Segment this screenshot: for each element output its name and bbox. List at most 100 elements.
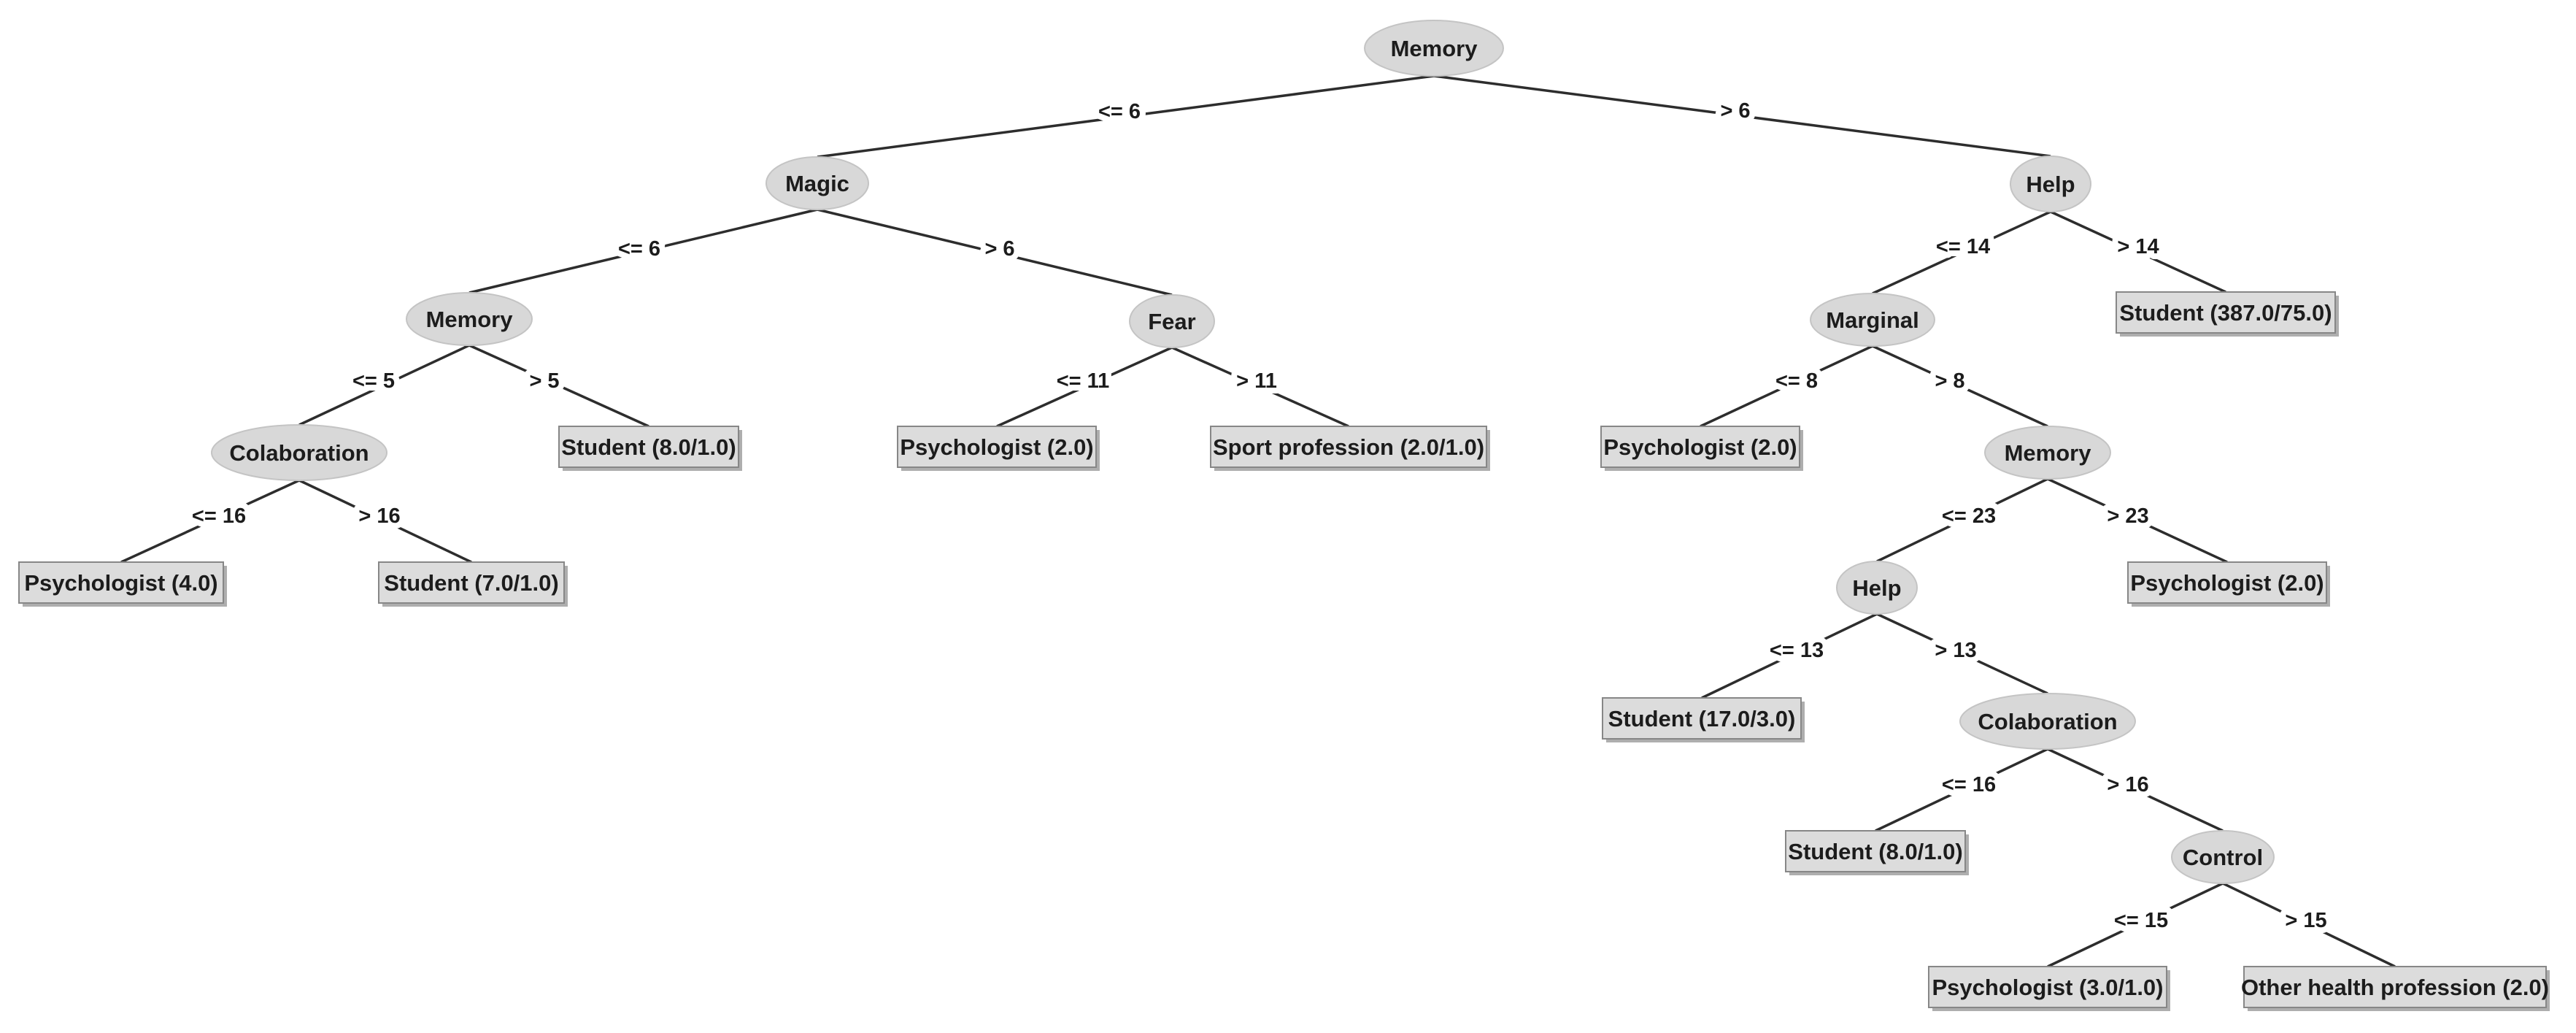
tree-edge-line: [1872, 210, 2051, 295]
leaf-class-label: Psychologist (4.0): [24, 570, 217, 596]
leaf-box: [897, 426, 1097, 468]
decision-node-marginal[interactable]: Marginal: [1810, 293, 1935, 347]
tree-edge-line: [120, 479, 300, 564]
leaf-box: [1928, 966, 2167, 1008]
edge-split-label: <= 6: [1098, 100, 1141, 123]
leaf-box: [2243, 966, 2547, 1008]
edge-split-label: <= 8: [1775, 369, 1818, 393]
tree-edge-line: [2047, 477, 2228, 564]
tree-edge-line: [1700, 345, 1873, 428]
decision-node-memory[interactable]: Memory: [1984, 426, 2111, 480]
edge-split-label: <= 6: [618, 237, 660, 261]
decision-node-memory[interactable]: Memory: [1364, 20, 1504, 77]
leaf-node-psychologist-2-0[interactable]: Psychologist (2.0): [897, 426, 1100, 471]
tree-edge-line: [996, 346, 1173, 428]
tree-edge-line: [468, 208, 818, 294]
node-ellipse: [1810, 293, 1935, 347]
node-attribute-label: Help: [1852, 575, 1901, 601]
node-ellipse: [1959, 693, 2136, 750]
tree-edge-line: [298, 479, 472, 564]
nodes-layer: MemoryMagicMemoryColaborationPsychologis…: [18, 20, 2550, 1011]
leaf-node-student-17-0-3-0[interactable]: Student (17.0/3.0): [1602, 697, 1805, 742]
node-attribute-label: Magic: [785, 171, 849, 196]
edge-split-label: > 6: [984, 237, 1014, 261]
decision-node-magic[interactable]: Magic: [766, 156, 869, 210]
node-ellipse: [2010, 155, 2091, 212]
decision-node-help[interactable]: Help: [2010, 155, 2091, 212]
leaf-node-student-8-0-1-0[interactable]: Student (8.0/1.0): [558, 426, 742, 471]
edge-split-label: > 16: [358, 504, 400, 528]
leaf-box: [1785, 830, 1966, 872]
tree-edge-line: [1876, 612, 2048, 695]
edge-split-label: > 6: [1720, 99, 1750, 123]
edge-split-label: > 13: [1935, 639, 1976, 662]
tree-edge-line: [2047, 882, 2224, 968]
tree-edge-line: [298, 344, 470, 426]
tree-edge-line: [1701, 612, 1878, 699]
leaf-class-label: Student (387.0/75.0): [2119, 300, 2332, 326]
edge-split-label: <= 14: [1936, 235, 1990, 258]
leaf-node-student-7-0-1-0[interactable]: Student (7.0/1.0): [378, 561, 568, 607]
leaf-node-psychologist-4-0[interactable]: Psychologist (4.0): [18, 561, 227, 607]
leaf-node-psychologist-2-0[interactable]: Psychologist (2.0): [1600, 426, 1803, 471]
leaf-class-label: Student (8.0/1.0): [561, 434, 736, 460]
tree-edge-line: [2222, 882, 2396, 968]
tree-edge-line: [468, 344, 649, 428]
leaf-class-label: Student (8.0/1.0): [1788, 839, 1962, 864]
tree-edge-line: [817, 208, 1173, 296]
tree-edge-line: [2047, 748, 2224, 832]
edge-split-label: <= 15: [2114, 909, 2168, 932]
leaf-class-label: Psychologist (3.0/1.0): [1932, 975, 2164, 1000]
node-attribute-label: Help: [2026, 172, 2075, 197]
leaf-class-label: Psychologist (2.0): [900, 434, 1093, 460]
decision-node-help[interactable]: Help: [1836, 561, 1918, 615]
leaf-box: [1210, 426, 1487, 468]
decision-node-memory[interactable]: Memory: [406, 292, 533, 346]
tree-edge-line: [1872, 345, 2048, 428]
node-attribute-label: Colaboration: [1978, 709, 2117, 734]
leaf-box: [1602, 697, 1802, 740]
edge-split-label: <= 16: [1942, 773, 1996, 796]
node-ellipse: [766, 156, 869, 210]
leaf-class-label: Psychologist (2.0): [1603, 434, 1797, 460]
node-attribute-label: Colaboration: [229, 440, 369, 466]
decision-node-control[interactable]: Control: [2171, 830, 2275, 884]
edges-layer: [120, 74, 2396, 968]
edge-split-label: <= 23: [1942, 504, 1996, 528]
leaf-class-label: Student (7.0/1.0): [384, 570, 558, 596]
tree-edge-line: [2050, 210, 2226, 293]
leaf-box: [1600, 426, 1800, 468]
edge-split-label: <= 5: [352, 369, 395, 393]
leaf-box: [2116, 291, 2336, 334]
node-ellipse: [406, 292, 533, 346]
leaf-node-sport-profession-2-0-1-0[interactable]: Sport profession (2.0/1.0): [1210, 426, 1490, 471]
edge-split-label: <= 13: [1770, 639, 1824, 662]
leaf-class-label: Sport profession (2.0/1.0): [1213, 434, 1484, 460]
node-ellipse: [1836, 561, 1918, 615]
decision-node-colaboration[interactable]: Colaboration: [1959, 693, 2136, 750]
node-ellipse: [1364, 20, 1504, 77]
leaf-node-student-387-0-75-0[interactable]: Student (387.0/75.0): [2116, 291, 2339, 337]
node-attribute-label: Fear: [1148, 309, 1195, 334]
edge-split-label: > 5: [529, 369, 559, 393]
decision-node-fear[interactable]: Fear: [1129, 294, 1215, 348]
leaf-box: [18, 561, 224, 604]
node-ellipse: [1984, 426, 2111, 480]
decision-node-colaboration[interactable]: Colaboration: [211, 424, 387, 481]
leaf-class-label: Student (17.0/3.0): [1608, 706, 1796, 731]
leaf-node-psychologist-3-0-1-0[interactable]: Psychologist (3.0/1.0): [1928, 966, 2170, 1011]
leaf-node-other-health-profession-2-0[interactable]: Other health profession (2.0): [2241, 966, 2550, 1011]
edge-split-label: <= 11: [1057, 369, 1110, 393]
node-ellipse: [1129, 294, 1215, 348]
leaf-box: [558, 426, 739, 468]
leaf-node-psychologist-2-0[interactable]: Psychologist (2.0): [2127, 561, 2330, 607]
edge-split-label: > 11: [1236, 369, 1277, 393]
leaf-class-label: Other health profession (2.0): [2241, 975, 2549, 1000]
leaf-class-label: Psychologist (2.0): [2130, 570, 2324, 596]
leaf-box: [2127, 561, 2327, 604]
leaf-node-student-8-0-1-0[interactable]: Student (8.0/1.0): [1785, 830, 1969, 875]
edge-split-label: <= 16: [192, 504, 246, 528]
node-attribute-label: Marginal: [1826, 307, 1918, 333]
